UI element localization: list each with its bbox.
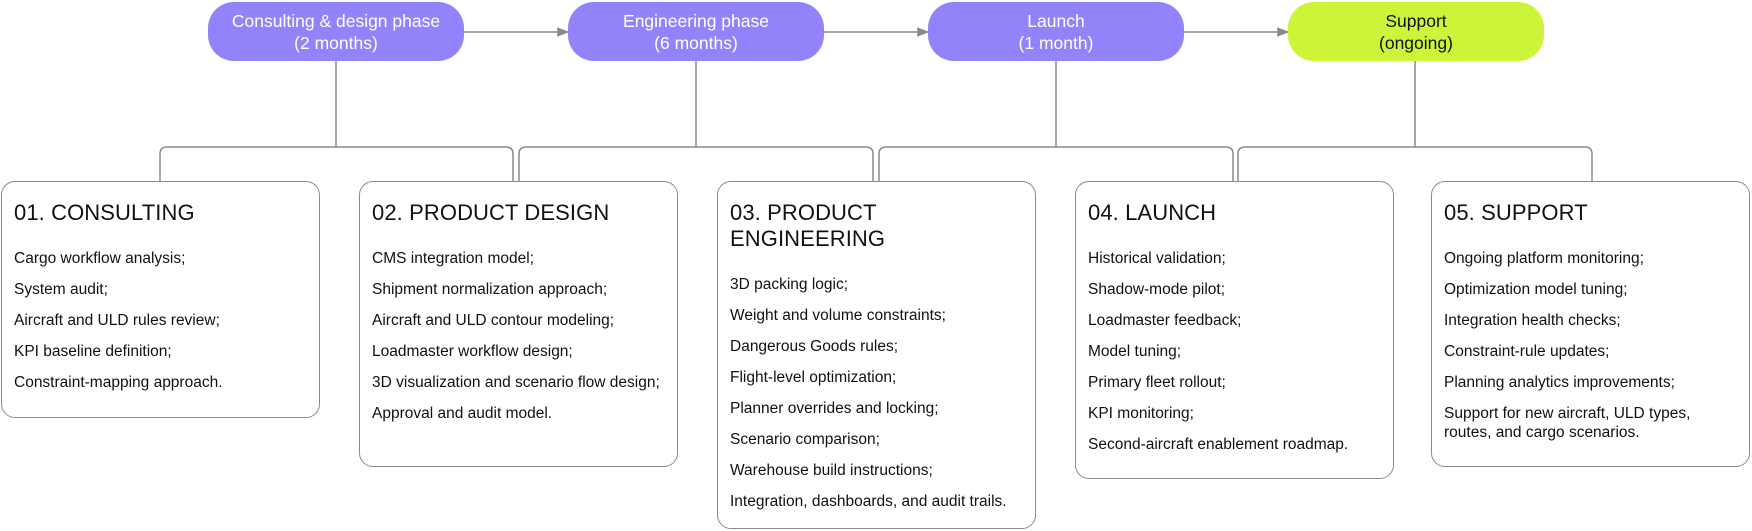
list-item: Flight-level optimization; [730, 369, 897, 386]
list-item: Shipment normalization approach; [372, 281, 608, 298]
list-item: CMS integration model; [372, 250, 534, 267]
list-item: Aircraft and ULD rules review; [14, 312, 220, 329]
phase-engineering: Engineering phase (6 months) [568, 2, 824, 61]
list-item: 3D visualization and scenario flow desig… [372, 374, 660, 391]
list-item: Primary fleet rollout; [1088, 374, 1226, 391]
list-item: Loadmaster feedback; [1088, 312, 1242, 329]
phase-duration: (2 months) [294, 32, 378, 53]
list-item: Support for new aircraft, ULD types, rou… [1444, 405, 1691, 441]
card-product-engineering: 03. PRODUCT ENGINEERING 3D packing logic… [717, 181, 1036, 529]
phase-support: Support (ongoing) [1288, 2, 1544, 61]
list-item: Planner overrides and locking; [730, 400, 939, 417]
card-title: 04. LAUNCH [1088, 200, 1217, 225]
list-item: Approval and audit model. [372, 405, 553, 422]
phase-name: Engineering phase [623, 10, 769, 31]
branch-phase-3 [878, 61, 1234, 181]
list-item: Integration health checks; [1444, 312, 1621, 329]
list-item: Aircraft and ULD contour modeling; [372, 312, 615, 329]
list-item: Model tuning; [1088, 343, 1182, 360]
card-title: 01. CONSULTING [14, 200, 195, 225]
list-item: Scenario comparison; [730, 431, 880, 448]
card-list: Historical validation; Shadow-mode pilot… [1088, 249, 1383, 454]
list-item: System audit; [14, 281, 108, 298]
card-list: Ongoing platform monitoring; Optimizatio… [1444, 249, 1739, 442]
card-list: 3D packing logic; Weight and volume cons… [730, 275, 1025, 511]
phase-name: Consulting & design phase [231, 10, 441, 31]
phase-name: Launch [1027, 10, 1085, 31]
phase-duration: (6 months) [654, 32, 738, 53]
list-item: KPI baseline definition; [14, 343, 172, 360]
phase-launch: Launch (1 month) [928, 2, 1184, 61]
list-item: Loadmaster workflow design; [372, 343, 573, 360]
card-support: 05. SUPPORT Ongoing platform monitoring;… [1431, 181, 1750, 467]
branch-phase-4 [1237, 61, 1593, 181]
list-item: Optimization model tuning; [1444, 281, 1628, 298]
list-item: KPI monitoring; [1088, 405, 1194, 422]
list-item: Constraint-rule updates; [1444, 343, 1610, 360]
list-item: Cargo workflow analysis; [14, 250, 186, 267]
card-title: 02. PRODUCT DESIGN [372, 200, 610, 225]
branch-phase-1 [159, 61, 514, 181]
card-product-design: 02. PRODUCT DESIGN CMS integration model… [359, 181, 678, 467]
card-title: 03. PRODUCT ENGINEERING [730, 200, 886, 251]
list-item: Integration, dashboards, and audit trail… [730, 493, 1007, 510]
card-consulting: 01. CONSULTING Cargo workflow analysis; … [1, 181, 320, 418]
list-item: Warehouse build instructions; [730, 462, 933, 479]
card-list: CMS integration model; Shipment normaliz… [372, 249, 667, 423]
list-item: Shadow-mode pilot; [1088, 281, 1225, 298]
list-item: Weight and volume constraints; [730, 307, 946, 324]
card-launch: 04. LAUNCH Historical validation; Shadow… [1075, 181, 1394, 479]
phase-duration: (1 month) [1018, 32, 1094, 53]
list-item: Ongoing platform monitoring; [1444, 250, 1644, 267]
list-item: 3D packing logic; [730, 276, 849, 293]
list-item: Planning analytics improvements; [1444, 374, 1675, 391]
phase-duration: (ongoing) [1379, 32, 1453, 53]
list-item: Constraint-mapping approach. [14, 374, 223, 391]
branch-phase-2 [518, 61, 874, 181]
list-item: Dangerous Goods rules; [730, 338, 899, 355]
card-title: 05. SUPPORT [1444, 200, 1588, 225]
list-item: Historical validation; [1088, 250, 1226, 267]
card-list: Cargo workflow analysis; System audit; A… [14, 249, 309, 392]
list-item: Second-aircraft enablement roadmap. [1088, 436, 1349, 453]
phase-name: Support [1385, 10, 1447, 31]
phase-consulting-design: Consulting & design phase (2 months) [208, 2, 464, 61]
